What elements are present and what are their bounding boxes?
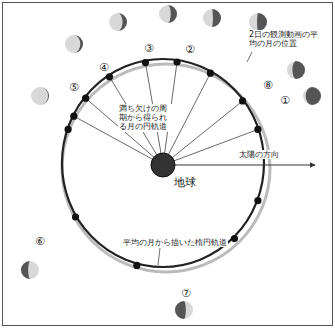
moon-position-dot — [207, 70, 214, 77]
callout-number: ⑧ — [262, 80, 274, 93]
callout-number: ③ — [143, 43, 155, 56]
moon-icon — [65, 35, 83, 53]
moon-position-dot — [254, 126, 261, 133]
node-label: 地球 — [173, 175, 197, 190]
radial-lines — [64, 58, 261, 269]
callout-number: ⑤ — [68, 82, 80, 95]
callout-number: ② — [184, 44, 196, 57]
moon-icon — [303, 87, 321, 105]
annotation: 平均の月から描いた楕円軌道 — [122, 238, 228, 247]
moon-icon — [287, 61, 305, 79]
annotation: 満ち欠けの周期から得られる月の円軌道 — [118, 104, 172, 132]
moon-position-dot — [239, 97, 246, 104]
moon-position-dot — [64, 126, 71, 133]
earth-node: 地球 — [149, 151, 209, 195]
moon-position-dot — [70, 113, 77, 120]
moon-position-dot — [133, 262, 140, 269]
radial-line — [163, 101, 243, 165]
moon-position-dot — [82, 95, 89, 102]
moon-position-dot — [254, 197, 261, 204]
annotation: 太陽の方向 — [238, 150, 280, 159]
callout-number: ⑦ — [180, 288, 192, 301]
moon-icon — [159, 5, 177, 23]
moon-phases — [21, 5, 321, 319]
moon-icon — [203, 9, 221, 27]
callout-number: ④ — [98, 62, 110, 75]
elliptical-orbit — [62, 59, 264, 267]
moon-position-dot — [173, 58, 180, 65]
leader-line — [158, 248, 160, 265]
moon-icon — [249, 13, 267, 31]
moon-position-dot — [231, 235, 238, 242]
radial-line — [163, 129, 258, 165]
annotation: 2日の観測動画の平均の月の位置 — [248, 30, 326, 48]
moon-position-dot — [142, 59, 149, 66]
moon-icon — [175, 301, 193, 319]
callout-number: ① — [279, 95, 291, 108]
moon-position-dot — [106, 73, 113, 80]
moon-position-dot — [72, 213, 79, 220]
leader-line — [247, 52, 252, 62]
moon-icon — [21, 261, 39, 279]
moon-icon — [31, 87, 49, 105]
frame — [3, 3, 333, 326]
moon-icon — [109, 13, 127, 31]
callout-number: ⑥ — [34, 236, 46, 249]
sun-direction-arrow — [163, 165, 315, 166]
